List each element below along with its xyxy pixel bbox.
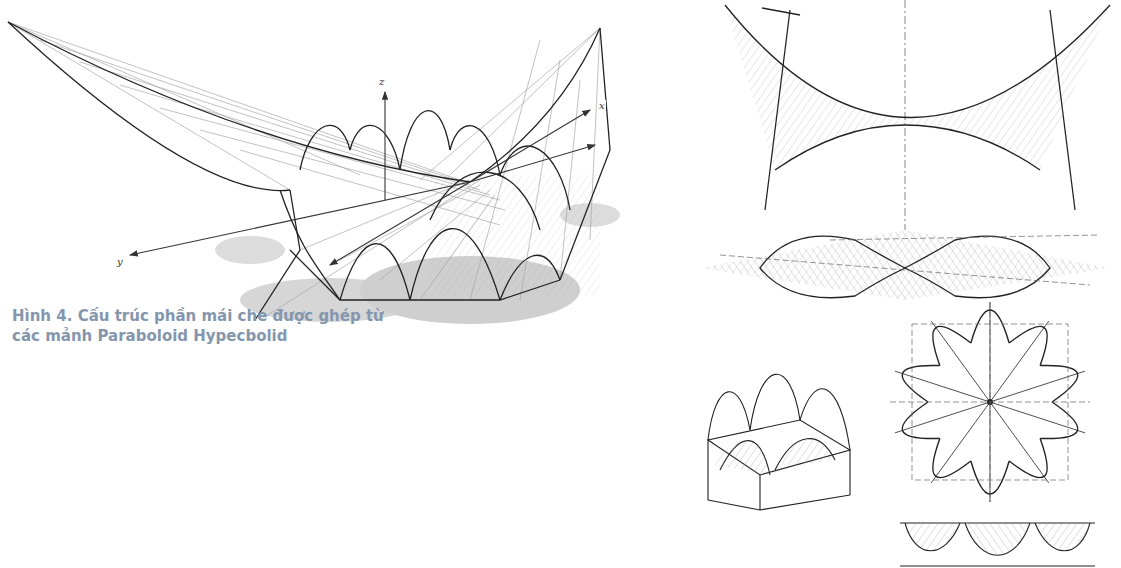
hypar-plan [700, 230, 1110, 300]
hypar-section [725, 0, 1110, 230]
axis-label: y [116, 256, 124, 267]
axis-label: x [598, 100, 606, 111]
figure-caption: Hình 4. Cấu trúc phần mái che được ghép … [12, 306, 402, 346]
perspective-view [708, 374, 850, 510]
elevation-view [900, 523, 1095, 566]
left-figure [8, 22, 620, 324]
flower-plan [890, 302, 1090, 502]
axis-label: z [378, 76, 385, 87]
